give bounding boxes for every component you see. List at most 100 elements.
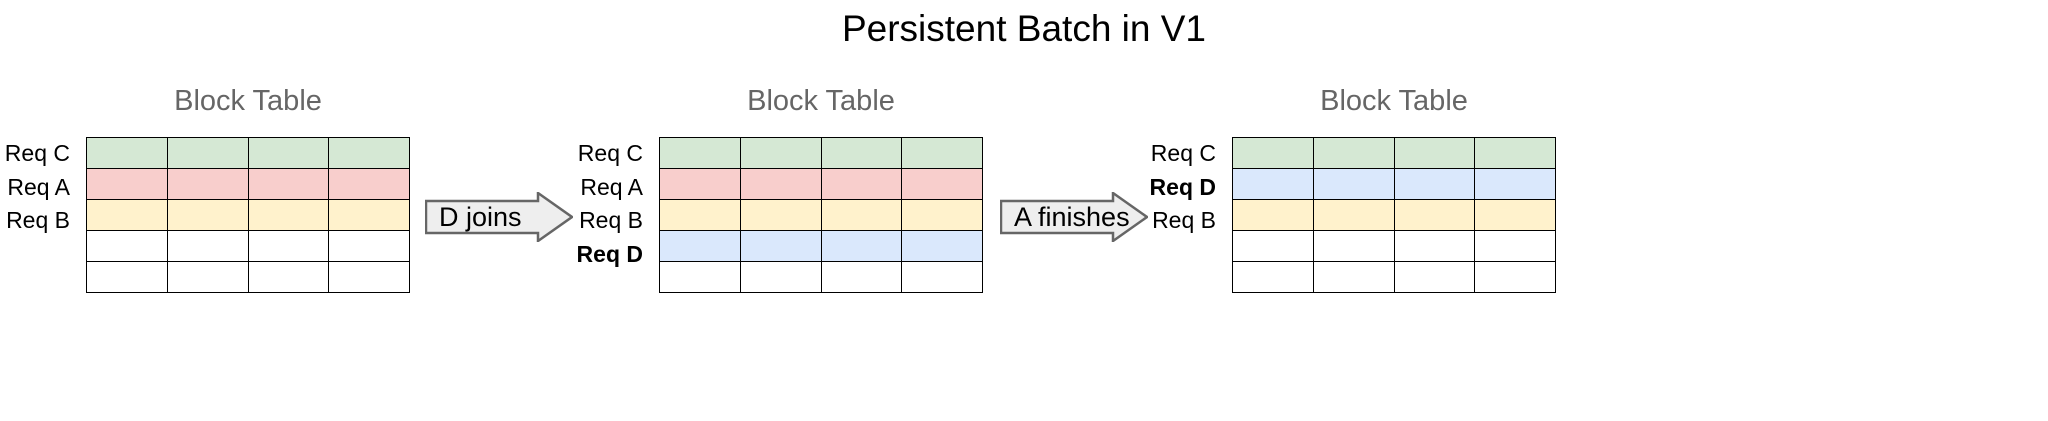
row-label-2-1: Req A (580, 173, 643, 200)
block-cell[interactable] (659, 137, 741, 169)
block-cell[interactable] (901, 199, 983, 231)
block-cell[interactable] (1393, 199, 1476, 231)
block-table-1 (86, 137, 410, 293)
page-title: Persistent Batch in V1 (841, 8, 1207, 49)
block-cell[interactable] (328, 199, 410, 231)
block-cell[interactable] (1312, 168, 1395, 200)
block-cell[interactable] (739, 137, 822, 169)
table-row (1232, 199, 1556, 231)
table-row (86, 230, 410, 262)
block-cell[interactable] (1232, 199, 1314, 231)
block-cell[interactable] (739, 230, 822, 262)
block-cell[interactable] (739, 199, 822, 231)
row-label-2-4 (573, 271, 651, 305)
row-label-3-1: Req D (1149, 173, 1216, 200)
block-cell[interactable] (1312, 261, 1395, 293)
row-label-3-0: Req C (1150, 140, 1216, 166)
row-labels-3: Req C Req D Req B (1146, 137, 1224, 305)
block-cell[interactable] (1393, 137, 1476, 169)
row-label-2-3: Req D (576, 240, 643, 267)
block-cell[interactable] (328, 230, 410, 262)
table-row (1232, 137, 1556, 169)
block-cell[interactable] (1474, 168, 1556, 200)
block-cell[interactable] (1232, 230, 1314, 262)
panel-title-2: Block Table (747, 85, 895, 117)
right-arrow-icon (1000, 192, 1148, 242)
block-cell[interactable] (166, 199, 249, 231)
row-label-3-4 (1146, 271, 1224, 305)
table-row (86, 168, 410, 200)
transition-arrow-a-finishes[interactable]: A finishes (1000, 192, 1148, 242)
block-cell[interactable] (166, 168, 249, 200)
block-cell[interactable] (247, 168, 330, 200)
block-cell[interactable] (1232, 168, 1314, 200)
block-cell[interactable] (1393, 230, 1476, 262)
table-row (659, 137, 983, 169)
block-cell[interactable] (1474, 261, 1556, 293)
block-cell[interactable] (86, 261, 168, 293)
right-arrow-icon (425, 192, 573, 242)
block-cell[interactable] (1474, 199, 1556, 231)
block-cell[interactable] (820, 199, 903, 231)
block-cell[interactable] (659, 168, 741, 200)
row-label-1-1: Req A (7, 173, 70, 200)
block-cell[interactable] (1312, 137, 1395, 169)
block-cell[interactable] (659, 230, 741, 262)
table-row (86, 137, 410, 169)
block-cell[interactable] (739, 261, 822, 293)
row-label-1-0: Req C (4, 140, 70, 166)
table-row (1232, 261, 1556, 293)
block-cell[interactable] (901, 230, 983, 262)
panel-title-1: Block Table (174, 85, 322, 117)
block-cell[interactable] (1474, 137, 1556, 169)
table-row (86, 261, 410, 293)
block-cell[interactable] (86, 137, 168, 169)
block-cell[interactable] (328, 137, 410, 169)
block-cell[interactable] (901, 261, 983, 293)
table-row (659, 168, 983, 200)
block-cell[interactable] (739, 168, 822, 200)
block-cell[interactable] (328, 168, 410, 200)
block-cell[interactable] (247, 137, 330, 169)
table-row (86, 199, 410, 231)
block-table-3 (1232, 137, 1556, 293)
block-cell[interactable] (1312, 199, 1395, 231)
block-cell[interactable] (820, 230, 903, 262)
row-labels-1: Req C Req A Req B (0, 137, 78, 305)
table-row (1232, 168, 1556, 200)
row-label-3-3 (1146, 238, 1224, 272)
block-cell[interactable] (659, 261, 741, 293)
block-cell[interactable] (1232, 137, 1314, 169)
block-cell[interactable] (1393, 261, 1476, 293)
row-labels-2: Req C Req A Req B Req D (573, 137, 651, 305)
table-row (659, 230, 983, 262)
row-label-1-3 (0, 238, 78, 272)
block-cell[interactable] (247, 230, 330, 262)
row-label-1-4 (0, 271, 78, 305)
row-label-1-2: Req B (6, 207, 70, 234)
row-label-2-0: Req C (577, 140, 643, 166)
block-cell[interactable] (247, 199, 330, 231)
transition-arrow-d-joins[interactable]: D joins (425, 192, 573, 242)
block-cell[interactable] (1232, 261, 1314, 293)
block-cell[interactable] (820, 137, 903, 169)
block-cell[interactable] (86, 168, 168, 200)
row-label-2-2: Req B (579, 207, 643, 234)
block-cell[interactable] (901, 137, 983, 169)
block-cell[interactable] (820, 261, 903, 293)
block-cell[interactable] (86, 199, 168, 231)
block-cell[interactable] (1474, 230, 1556, 262)
block-cell[interactable] (247, 261, 330, 293)
block-cell[interactable] (901, 168, 983, 200)
block-cell[interactable] (1312, 230, 1395, 262)
block-cell[interactable] (659, 199, 741, 231)
table-row (1232, 230, 1556, 262)
block-cell[interactable] (820, 168, 903, 200)
block-cell[interactable] (166, 261, 249, 293)
block-cell[interactable] (86, 230, 168, 262)
block-cell[interactable] (166, 230, 249, 262)
block-cell[interactable] (166, 137, 249, 169)
block-cell[interactable] (328, 261, 410, 293)
block-cell[interactable] (1393, 168, 1476, 200)
